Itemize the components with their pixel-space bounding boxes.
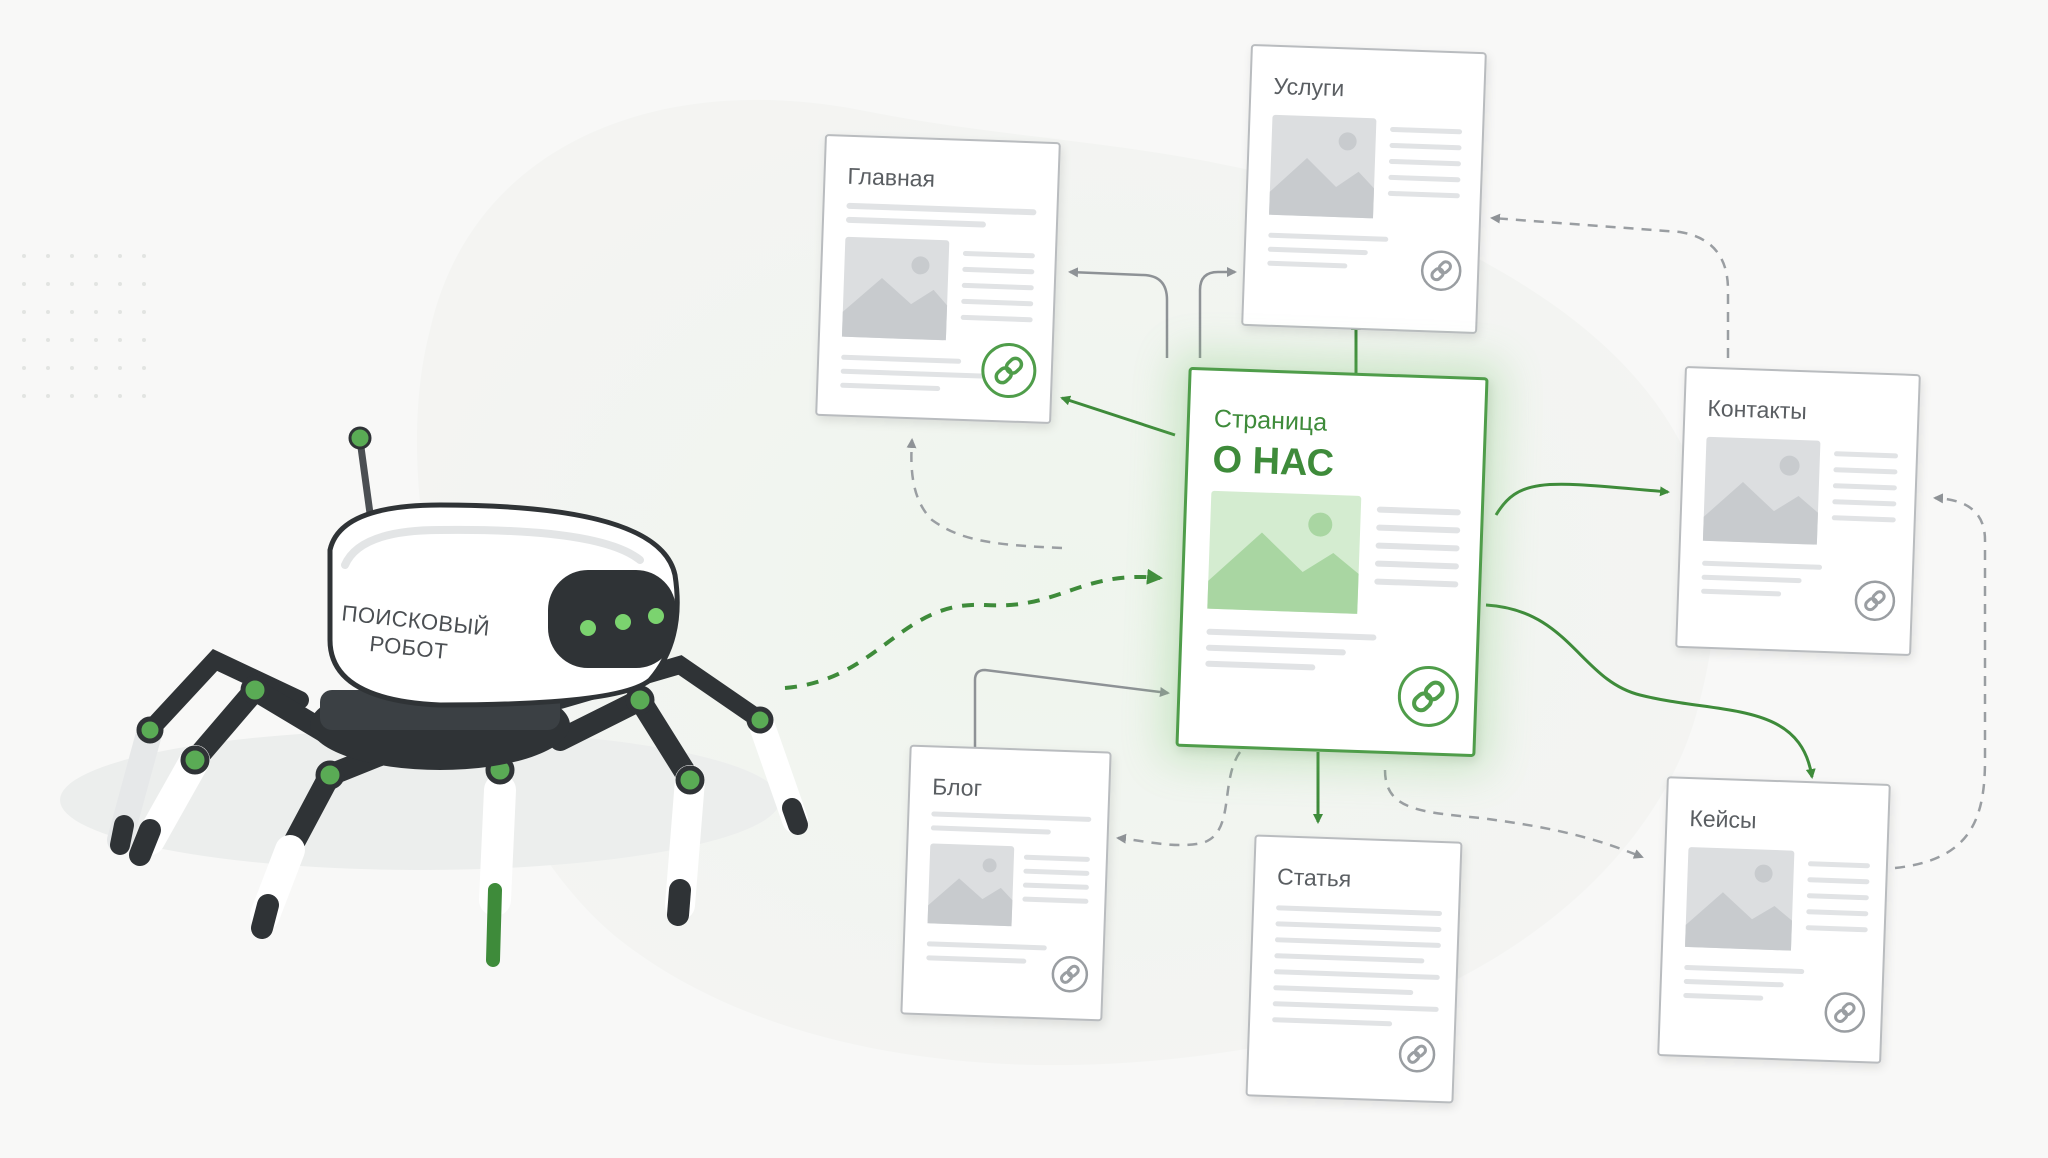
link-icon <box>1854 580 1896 621</box>
antenna-icon <box>348 426 372 450</box>
page-content-article <box>1272 905 1442 1073</box>
dashed-cases-to-contacts <box>1894 493 1987 870</box>
page-card-home[interactable]: Главная <box>815 133 1061 425</box>
page-content-services <box>1267 114 1463 291</box>
page-content-main <box>1205 490 1461 727</box>
dashed-home-back <box>906 438 1063 550</box>
link-to-contacts <box>1494 482 1670 516</box>
page-card-blog[interactable]: Блог <box>900 744 1112 1022</box>
dashed-contacts-to-services <box>1490 213 1730 358</box>
page-content-blog <box>926 811 1092 993</box>
link-blog-to-main <box>973 668 1170 760</box>
page-card-about-main[interactable]: Страница О НАС <box>1175 366 1489 758</box>
crawler-robot: ПОИСКОВЫЙ РОБОТ <box>60 426 808 967</box>
link-icon <box>1824 992 1866 1033</box>
page-card-cases[interactable]: Кейсы <box>1657 776 1891 1064</box>
link-to-cases <box>1485 603 1816 779</box>
crawl-path-arrow <box>784 568 1163 690</box>
link-icon <box>981 343 1037 399</box>
link-main-up-services <box>1198 267 1237 358</box>
page-card-article[interactable]: Статья <box>1245 834 1463 1104</box>
link-main-up-home <box>1068 267 1169 358</box>
page-content-home <box>840 202 1037 399</box>
link-icon <box>1398 1036 1436 1073</box>
dot-grid <box>22 254 146 398</box>
dashed-main-to-blog <box>1116 751 1242 847</box>
page-content-contacts <box>1701 436 1898 621</box>
link-icon <box>1051 956 1089 993</box>
page-content-cases <box>1683 847 1870 1033</box>
link-icon <box>1397 665 1459 727</box>
link-icon <box>1420 250 1462 291</box>
page-card-services[interactable]: Услуги <box>1241 43 1487 335</box>
link-to-home <box>1060 395 1176 437</box>
page-card-contacts[interactable]: Контакты <box>1675 365 1921 657</box>
